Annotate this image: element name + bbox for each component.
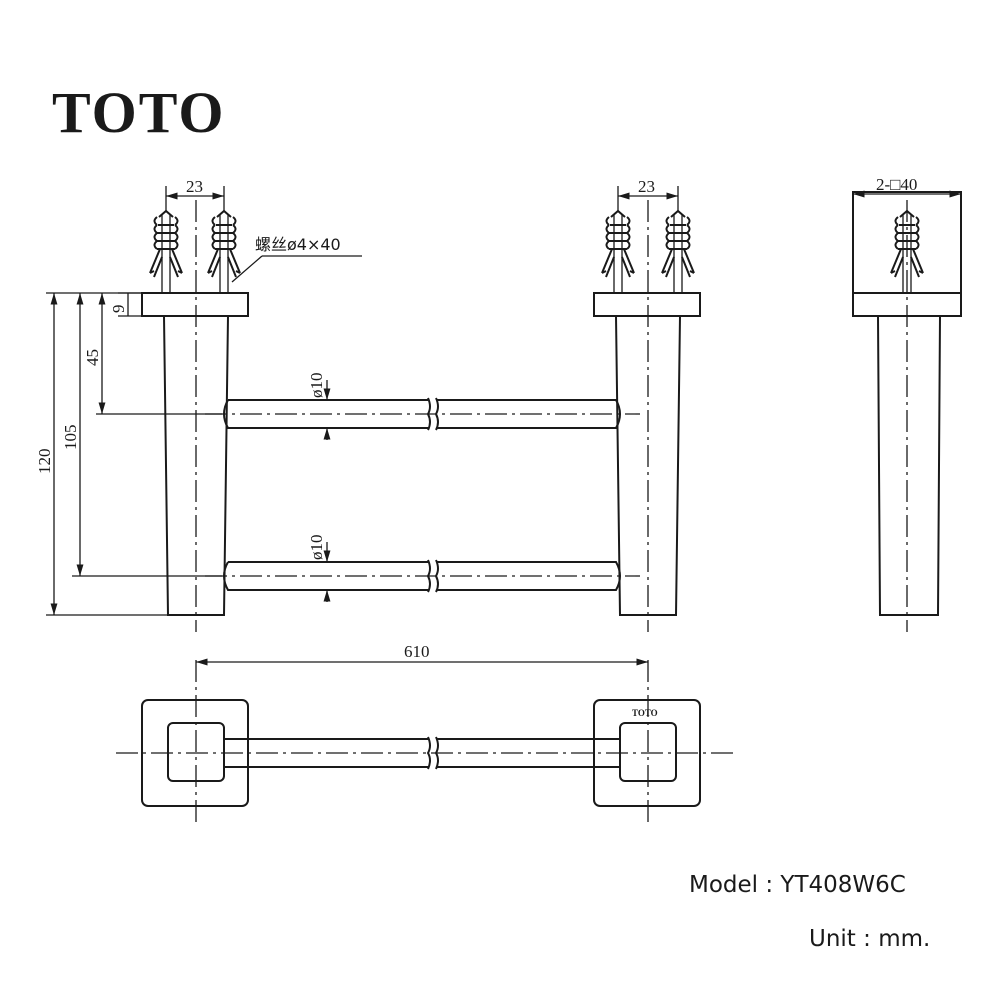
dim-label-610: 610: [404, 642, 430, 661]
dim-label-dia-lower: ø10: [307, 535, 326, 561]
dim-label-23-right: 23: [638, 177, 655, 196]
upper-towel-bar: [205, 397, 640, 431]
unit-label: Unit : mm.: [809, 926, 930, 952]
brand-logo: TOTO: [52, 80, 226, 145]
left-post: [141, 200, 249, 632]
side-view: 2-□40: [852, 175, 962, 632]
screw-note: 螺丝ø4×40: [255, 235, 341, 254]
model-label: Model : YT408W6C: [689, 872, 906, 898]
dim-label-2-40: 2-□40: [876, 175, 917, 194]
dim-upper-bar-dia: ø10: [307, 373, 331, 440]
screw-callout: 螺丝ø4×40: [231, 235, 362, 283]
dim-lower-bar-height: 105: [61, 292, 222, 577]
dim-flange-thickness: 9: [109, 292, 142, 317]
right-post: [593, 200, 701, 632]
dim-label-dia-upper: ø10: [307, 373, 326, 399]
plate-logo: TOTO: [632, 708, 658, 718]
front-view: 23 23 螺丝ø4×40 9 45: [35, 177, 701, 632]
dim-label-23-left: 23: [186, 177, 203, 196]
dim-lower-bar-dia: ø10: [307, 535, 331, 602]
dim-anchor-spacing-right: 23: [617, 177, 679, 212]
dim-label-45: 45: [83, 349, 102, 366]
dim-overall-length: 610: [196, 642, 648, 666]
dim-label-9: 9: [109, 305, 128, 314]
top-view: TOTO 610: [116, 642, 738, 826]
dim-overall-height: 120: [35, 292, 168, 616]
dim-side-base: 2-□40: [853, 175, 961, 198]
dim-upper-bar-height: 45: [83, 292, 222, 415]
dim-label-120: 120: [35, 449, 54, 475]
dim-anchor-spacing-left: 23: [165, 177, 225, 212]
lower-towel-bar: [205, 559, 640, 593]
dim-label-105: 105: [61, 425, 80, 451]
